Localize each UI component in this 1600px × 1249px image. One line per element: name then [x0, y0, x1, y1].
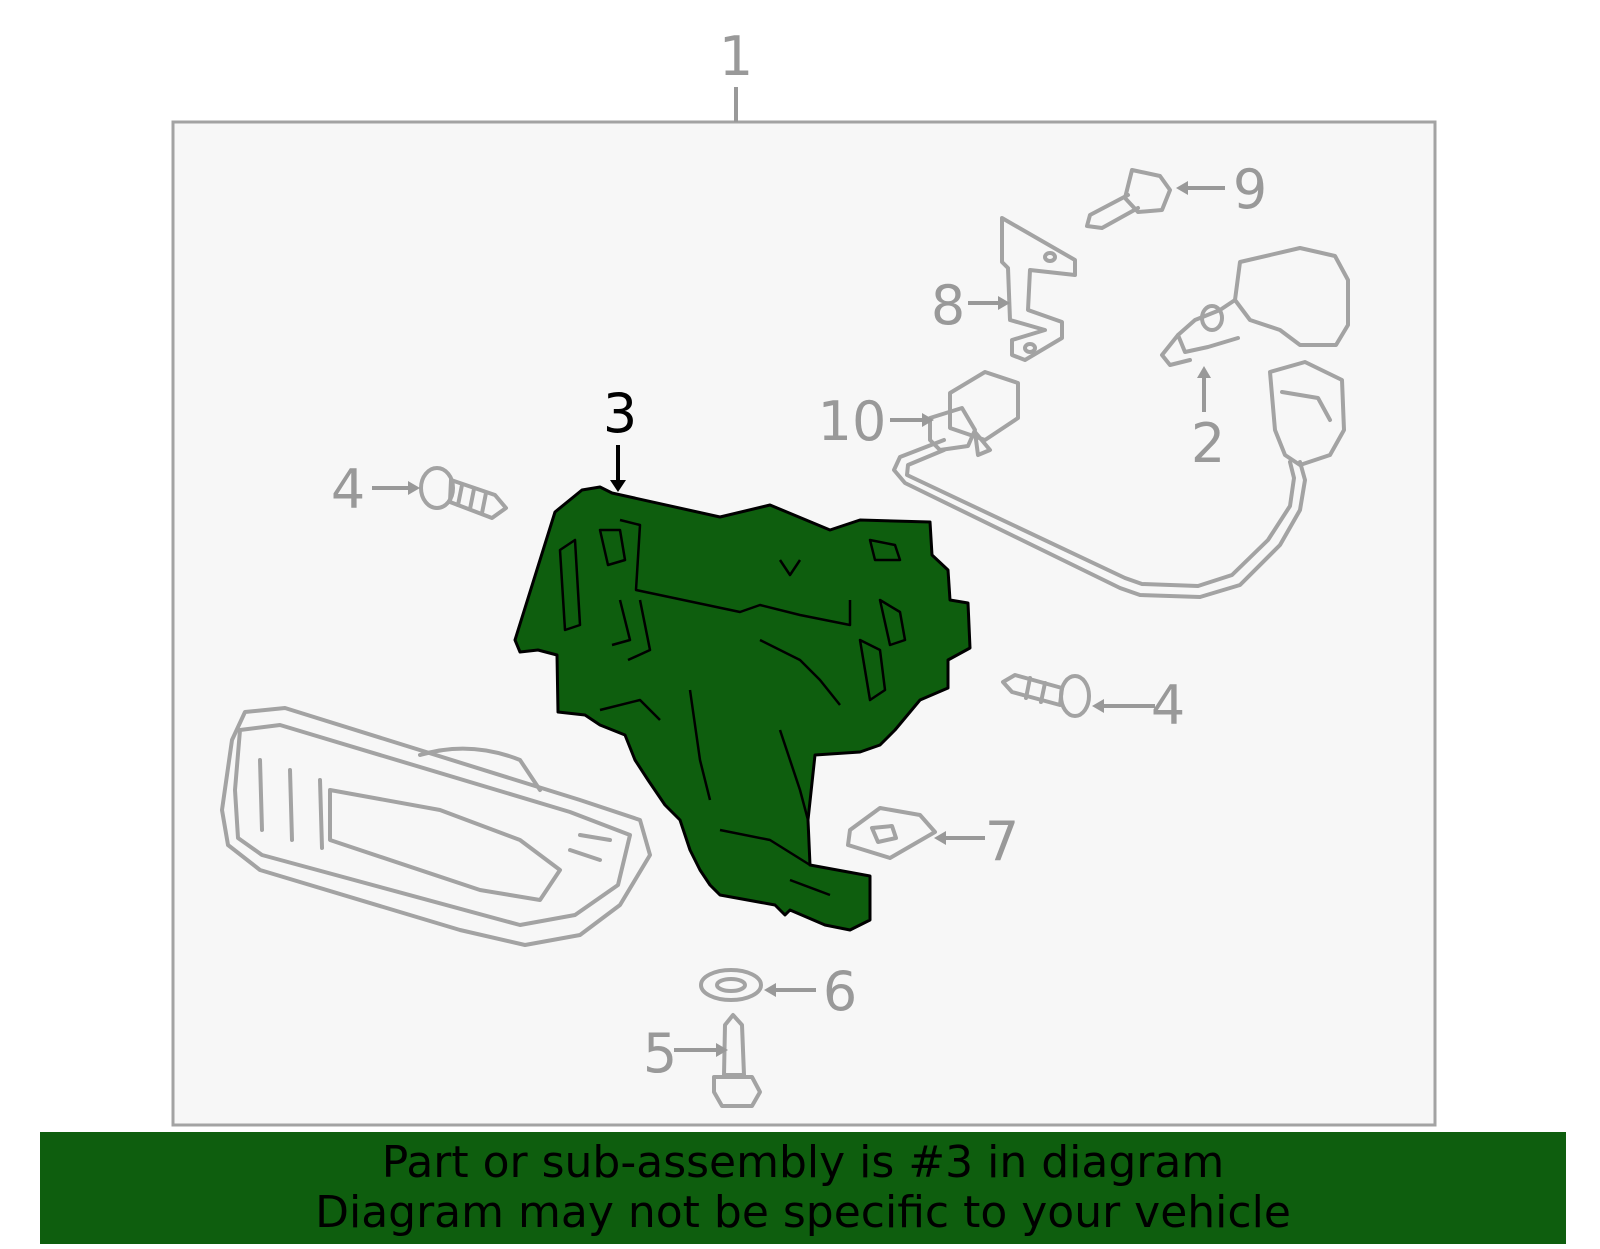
callout-9: 9: [1233, 158, 1267, 221]
callout-4-left: 4: [331, 458, 365, 521]
banner-line-2: Diagram may not be specific to your vehi…: [315, 1187, 1291, 1238]
callout-10: 10: [818, 390, 887, 453]
callout-6: 6: [823, 960, 857, 1023]
callout-7: 7: [985, 810, 1019, 873]
clip-nut-part-7: [846, 806, 937, 860]
info-banner: Part or sub-assembly is #3 in diagram Di…: [40, 1132, 1566, 1244]
callout-3: 3: [603, 382, 637, 445]
callout-leaders: [372, 181, 1225, 1057]
washer-part-6: [699, 968, 763, 1002]
mounting-bracket-part-8: [1000, 216, 1077, 362]
wiring-harness-part-10: [892, 360, 1346, 599]
screw-part-4-right: [1001, 673, 1091, 718]
callout-1: 1: [719, 25, 753, 88]
banner-line-1: Part or sub-assembly is #3 in diagram: [381, 1137, 1225, 1188]
bulb-part-2: [1160, 246, 1350, 367]
callout-5: 5: [643, 1022, 677, 1085]
bracket-part-3: [513, 485, 972, 932]
screw-part-9: [1085, 168, 1172, 230]
bolt-part-5: [712, 1013, 762, 1108]
screw-part-4-left: [419, 466, 508, 520]
callout-4-right: 4: [1151, 674, 1185, 737]
fog-lamp-lens: [220, 706, 652, 947]
callout-2: 2: [1191, 412, 1225, 475]
callout-8: 8: [931, 274, 965, 337]
